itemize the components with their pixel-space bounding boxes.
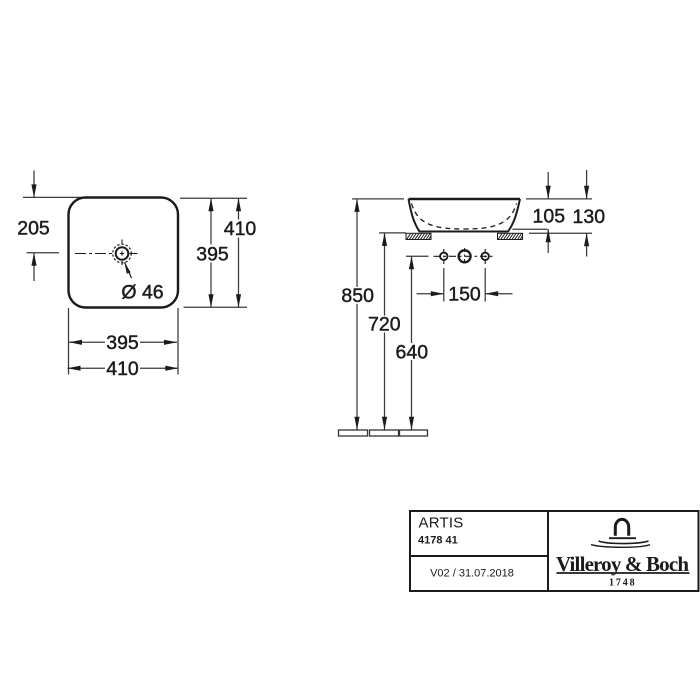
svg-text:850: 850 xyxy=(341,285,374,307)
svg-text:410: 410 xyxy=(106,358,139,380)
svg-text:720: 720 xyxy=(368,314,401,336)
svg-text:395: 395 xyxy=(106,332,139,354)
svg-text:Villeroy & Boch: Villeroy & Boch xyxy=(556,552,689,576)
svg-text:395: 395 xyxy=(196,244,229,266)
svg-text:130: 130 xyxy=(573,206,606,228)
svg-text:150: 150 xyxy=(448,284,481,306)
svg-text:640: 640 xyxy=(396,341,429,363)
svg-text:410: 410 xyxy=(224,218,257,240)
svg-text:205: 205 xyxy=(17,218,50,240)
svg-text:ARTIS: ARTIS xyxy=(419,515,464,532)
svg-text:105: 105 xyxy=(533,205,566,227)
svg-text:Ø 46: Ø 46 xyxy=(121,282,163,304)
svg-text:1748: 1748 xyxy=(609,577,637,588)
svg-text:4178 41: 4178 41 xyxy=(418,535,458,547)
svg-text:V02 / 31.07.2018: V02 / 31.07.2018 xyxy=(430,568,514,580)
